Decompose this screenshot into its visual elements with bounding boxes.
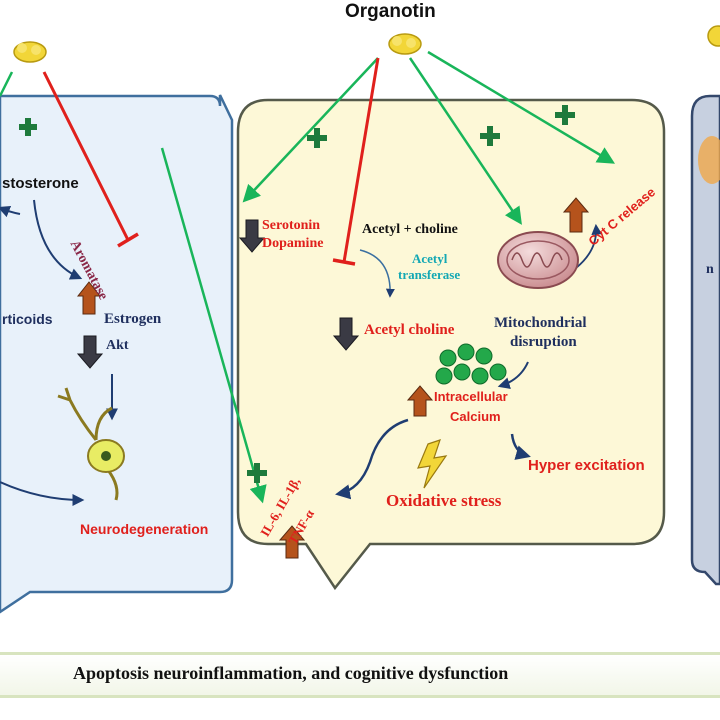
right-panel-label-fragment: n — [706, 262, 714, 277]
hyper-excitation-label: Hyper excitation — [528, 457, 645, 474]
testosterone-label: stosterone — [2, 175, 79, 192]
plus-icon-center-1 — [307, 128, 327, 148]
estrogen-label: Estrogen — [104, 311, 162, 327]
arrow-up-cytokines — [278, 525, 306, 559]
arrow-testosterone-estrogen — [33, 199, 83, 280]
arrow-to-cytokines — [160, 147, 267, 504]
dopamine-label: Dopamine — [262, 236, 324, 251]
mitochondrial-label: Mitochondrial — [494, 315, 587, 331]
arrow-calcium-to-cytokines — [335, 418, 409, 500]
right-panel — [690, 94, 720, 586]
arrow-acetyl-to-choline — [359, 249, 395, 298]
arrow-calcium-to-hyper — [510, 433, 531, 460]
organotin-molecule-left — [13, 41, 47, 63]
lightning-icon — [417, 439, 448, 489]
arrow-mito-to-calcium — [497, 361, 529, 389]
outcome-text: Apoptosis neuroinflammation, and cogniti… — [73, 663, 509, 683]
arrow-mito-to-cytc — [575, 223, 603, 269]
arrow-to-mitochondria — [408, 57, 522, 225]
corticoids-label: rticoids — [2, 311, 53, 327]
arrow-to-left-panel — [0, 71, 14, 97]
plus-icon-center-2 — [480, 126, 500, 146]
arrow-up-estrogen — [76, 281, 102, 315]
arrow-testosterone-left — [0, 205, 21, 218]
center-panel — [236, 98, 666, 591]
neuron-icon — [57, 387, 125, 501]
plus-icon-left — [19, 118, 37, 136]
organotin-deposit-right — [698, 136, 720, 184]
organotin-molecule-right — [707, 25, 720, 47]
inhibit-aromatase — [42, 71, 139, 248]
calcium-ions-icon — [435, 343, 507, 385]
inhibit-acetyl-choline — [332, 57, 380, 266]
serotonin-label: Serotonin — [262, 218, 321, 233]
intracellular-label: Intracellular — [434, 389, 508, 404]
plus-icon-cytokines — [247, 463, 267, 483]
arrow-up-cytc — [562, 197, 590, 233]
arrow-down-akt — [76, 335, 104, 369]
arrow-to-cytc — [427, 50, 616, 164]
arrow-down-serotonin — [238, 219, 266, 253]
mitochondrion-icon — [497, 231, 579, 289]
arrow-up-calcium — [406, 385, 434, 417]
neurodegeneration-label: Neurodegeneration — [80, 521, 209, 537]
disruption-label: disruption — [510, 334, 577, 350]
plus-icon-center-3 — [555, 105, 575, 125]
acetyl-choline-input-label: Acetyl + choline — [362, 222, 458, 237]
acetyl-label: Acetyl — [412, 251, 448, 266]
arrow-left-neuron — [0, 481, 85, 506]
transferase-label: transferase — [398, 267, 461, 282]
arrow-to-serotonin — [242, 57, 379, 203]
akt-label: Akt — [106, 338, 129, 353]
diagram-title: Organotin — [345, 1, 436, 22]
oxidative-stress-label: Oxidative stress — [386, 491, 502, 510]
outcome-banner — [0, 652, 720, 698]
arrow-down-acetyl-choline — [332, 317, 360, 351]
left-panel — [0, 94, 234, 614]
calcium-label: Calcium — [450, 409, 501, 424]
acetyl-choline-label: Acetyl choline — [364, 322, 455, 338]
organotin-molecule-center — [388, 33, 422, 55]
